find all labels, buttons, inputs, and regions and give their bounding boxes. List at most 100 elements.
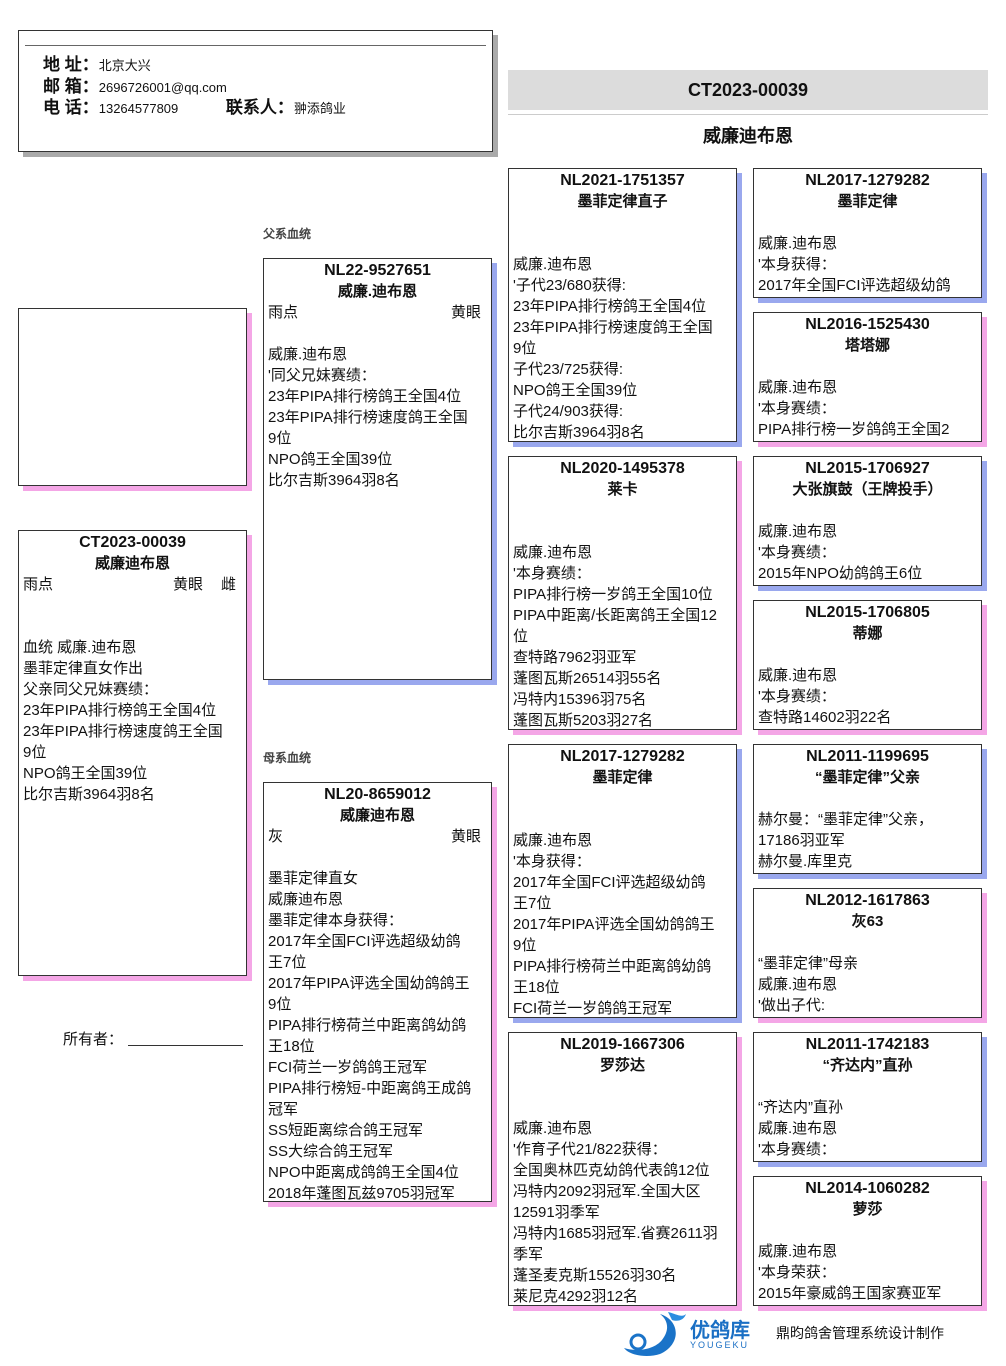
note-line: 9位 bbox=[513, 937, 537, 954]
owner-label: 所有者： bbox=[63, 1031, 124, 1048]
ring-number: NL2017-1279282 bbox=[805, 172, 930, 189]
note-line: FCI荷兰一岁鸽鸽王冠军 bbox=[268, 1059, 428, 1076]
note-line: '做出子代: bbox=[758, 997, 826, 1014]
spacer bbox=[758, 1220, 977, 1241]
owner-signature-line bbox=[128, 1045, 243, 1046]
note-line: 威廉.迪布恩 bbox=[758, 1243, 838, 1260]
note-line: PIPA排行榜荷兰中距离鸽幼鸽 bbox=[268, 1017, 467, 1034]
note-line: 墨菲定律本身获得： bbox=[268, 912, 404, 929]
note-line: 王18位 bbox=[513, 979, 560, 996]
note-line: 季军 bbox=[513, 1246, 544, 1263]
spacer bbox=[268, 323, 487, 344]
note-line: '本身赛绩： bbox=[758, 688, 836, 705]
pigeon-name: 萝莎 bbox=[852, 1201, 883, 1218]
ring-number: NL2016-1525430 bbox=[805, 316, 930, 333]
ring-number: NL2011-1199695 bbox=[806, 748, 929, 765]
note-line: 全国奥林匹克幼鸽代表鸽12位 bbox=[513, 1162, 710, 1179]
feather-color: 雨点 bbox=[23, 576, 54, 593]
pedigree-name: 威廉迪布恩 bbox=[703, 126, 793, 146]
note-line: 查特路14602羽22名 bbox=[758, 709, 892, 726]
pigeon-name: “墨菲定律”父亲 bbox=[814, 769, 920, 786]
note-line: 2017年全国FCI评选超级幼鸽 bbox=[513, 874, 706, 891]
ring-number: NL2015-1706927 bbox=[805, 460, 930, 477]
logo-subtext: YOUGEKU bbox=[690, 1340, 750, 1350]
eye-sex: 黄眼 bbox=[451, 826, 481, 847]
note-line: 2017年PIPA评选全国幼鸽鸽王 bbox=[513, 916, 715, 933]
photo-placeholder bbox=[18, 308, 247, 486]
note-line: 23年PIPA排行榜鸽王全国4位 bbox=[23, 702, 217, 719]
note-line: '本身赛绩： bbox=[758, 1141, 836, 1158]
note-line: 2015年豪威鸽王国家赛亚军 bbox=[758, 1285, 942, 1302]
phone: 13264577809 bbox=[98, 101, 179, 116]
pedigree-ring-banner: CT2023-00039 bbox=[508, 70, 988, 110]
note-line: SS大综合鸽王冠军 bbox=[268, 1143, 394, 1160]
note-line: 墨菲定律直女 bbox=[268, 870, 359, 887]
spacer bbox=[513, 212, 732, 254]
spacer bbox=[758, 932, 977, 953]
pedigree-card: NL2011-1199695“墨菲定律”父亲赫尔曼：“墨菲定律”父亲，17186… bbox=[753, 744, 982, 874]
note-line: '本身赛绩： bbox=[758, 400, 836, 417]
note-line: 比尔吉斯3964羽8名 bbox=[23, 786, 155, 803]
note-line: 蓬图瓦斯5203羽27名 bbox=[513, 712, 654, 729]
note-line: PIPA中距离/长距离鸽王全国12 bbox=[513, 607, 717, 624]
note-line: 威廉.迪布恩 bbox=[758, 523, 838, 540]
note-line: '本身赛绩： bbox=[513, 565, 591, 582]
spacer bbox=[758, 212, 977, 233]
note-line: “墨菲定律”母亲 bbox=[758, 955, 858, 972]
note-line: '子代23/680获得: bbox=[513, 277, 626, 294]
note-line: 威廉.迪布恩 bbox=[758, 379, 838, 396]
note-line: 9位 bbox=[268, 996, 292, 1013]
note-line: 威廉.迪布恩 bbox=[758, 1120, 838, 1137]
pigeon-name: 威廉.迪布恩 bbox=[337, 283, 418, 300]
eye-color: 黄眼 bbox=[172, 576, 203, 593]
note-line: 冯特内1685羽冠军.省赛2611羽 bbox=[513, 1225, 718, 1242]
note-line: 23年PIPA排行榜速度鸽王全国 bbox=[23, 723, 223, 740]
contact-card: 地 址：北京大兴 邮 箱：2696726001@qq.com 电 话：13264… bbox=[18, 30, 493, 152]
note-line: 冯特内15396羽75名 bbox=[513, 691, 647, 708]
pigeon-name: 威廉迪布恩 bbox=[94, 555, 170, 572]
ring-number: NL2015-1706805 bbox=[805, 604, 930, 621]
note-line: 比尔吉斯3964羽8名 bbox=[268, 472, 400, 489]
color-eye-row: 灰黄眼 bbox=[268, 826, 487, 847]
pigeon-name: 墨菲定律 bbox=[592, 769, 653, 786]
spacer bbox=[513, 1076, 732, 1118]
note-line: 赫尔曼：“墨菲定律”父亲， bbox=[758, 811, 933, 828]
note-line: PIPA排行榜一岁鸽王全国10位 bbox=[513, 586, 713, 603]
ring-number: NL2019-1667306 bbox=[560, 1036, 685, 1053]
note-line: 23年PIPA排行榜速度鸽王全国 bbox=[268, 409, 468, 426]
footer-credit: 鼎昀鸽舍管理系统设计制作 bbox=[776, 1325, 944, 1341]
ring-number: NL2017-1279282 bbox=[560, 748, 685, 765]
phone-label: 电 话： bbox=[43, 98, 99, 117]
note-line: 威廉.迪布恩 bbox=[758, 976, 838, 993]
note-line: 墨菲定律直女作出 bbox=[23, 660, 144, 677]
note-line: 莱尼克4292羽12名 bbox=[513, 1288, 639, 1305]
feather-color: 雨点 bbox=[268, 304, 299, 321]
note-line: 2018年蓬图瓦兹9705羽冠军 bbox=[268, 1185, 455, 1202]
pigeon-name: 威廉迪布恩 bbox=[339, 807, 415, 824]
email-label: 邮 箱： bbox=[43, 77, 99, 96]
eye-sex: 黄眼雌 bbox=[173, 574, 236, 595]
note-line: 血统 威廉.迪布恩 bbox=[23, 639, 137, 656]
eye-color: 黄眼 bbox=[450, 304, 481, 321]
color-eye-row: 雨点 黄眼雌 bbox=[23, 574, 242, 595]
note-line: NPO鸽王全国39位 bbox=[513, 382, 638, 399]
note-line: 2017年PIPA评选全国幼鸽鸽王 bbox=[268, 975, 470, 992]
dam-line-label: 母系血统 bbox=[263, 751, 312, 765]
email: 2696726001@qq.com bbox=[98, 80, 227, 95]
note-line: 王18位 bbox=[268, 1038, 315, 1055]
note-line: '同父兄妹赛绩： bbox=[268, 367, 376, 384]
color-eye-row: 雨点 黄眼 bbox=[268, 302, 487, 323]
note-line: 冠军 bbox=[268, 1101, 299, 1118]
ring-number: NL2014-1060282 bbox=[805, 1180, 930, 1197]
spacer bbox=[268, 847, 487, 868]
spacer bbox=[758, 500, 977, 521]
